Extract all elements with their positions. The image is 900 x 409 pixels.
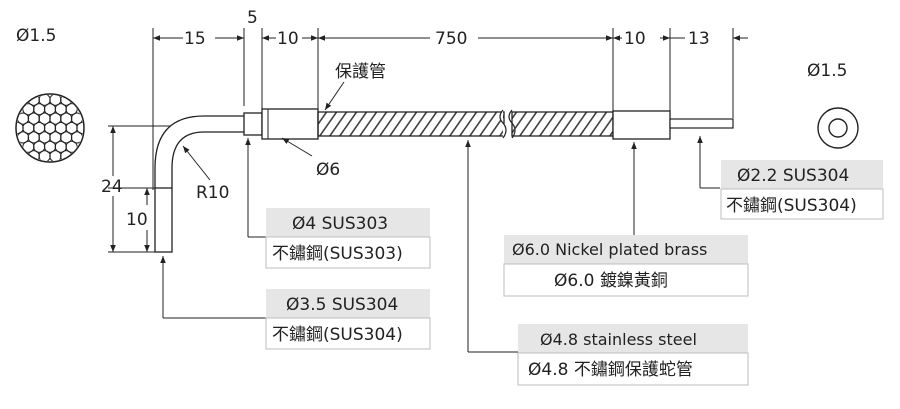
dimension-15: 15 <box>184 29 206 49</box>
dimension-750: 750 <box>435 29 467 49</box>
probe-body <box>154 108 734 253</box>
label-protective-tube: 保護管 <box>335 62 386 82</box>
callout-steel-line2: Ø4.8 不鏽鋼保護蛇管 <box>528 360 693 380</box>
dimension-radius: R10 <box>196 183 229 203</box>
callout-tip-line2: 不鏽鋼(SUS304) <box>726 196 857 216</box>
callout-nickel-line1: Ø6.0 Nickel plated brass <box>512 240 707 259</box>
dimension-10-left: 10 <box>277 29 299 49</box>
callout-nickel-line2: Ø6.0 鍍鎳黃銅 <box>554 270 668 291</box>
callout-tip: Ø2.2 SUS304 不鏽鋼(SUS304) <box>720 160 884 220</box>
callout-nickel: Ø6.0 Nickel plated brass Ø6.0 鍍鎳黃銅 <box>503 235 749 297</box>
fiber-bundle-cross-section <box>15 93 85 163</box>
callout-ferrule-line2: 不鏽鋼(SUS303) <box>272 244 403 264</box>
dimension-diameter-right: Ø1.5 <box>807 61 847 81</box>
callout-ferrule: Ø4 SUS303 不鏽鋼(SUS303) <box>265 208 431 269</box>
leader-arrows <box>182 81 345 181</box>
callout-steel: Ø4.8 stainless steel Ø4.8 不鏽鋼保護蛇管 <box>517 324 749 386</box>
top-dimension-lines <box>152 28 748 190</box>
callout-bent-line1: Ø3.5 SUS304 <box>286 295 398 315</box>
callout-ferrule-line1: Ø4 SUS303 <box>292 214 388 234</box>
callout-tip-line1: Ø2.2 SUS304 <box>737 166 849 186</box>
tip-cross-section <box>817 107 859 149</box>
dimension-10-right: 10 <box>624 29 646 49</box>
callout-bent-line2: 不鏽鋼(SUS304) <box>272 325 403 345</box>
callout-bent: Ø3.5 SUS304 不鏽鋼(SUS304) <box>265 289 431 350</box>
dimension-24: 24 <box>101 177 123 197</box>
callout-leaders <box>160 136 720 353</box>
dimension-5: 5 <box>247 8 258 28</box>
dimension-10-vertical: 10 <box>126 210 148 230</box>
dimension-diameter-6: Ø6 <box>316 160 340 180</box>
callout-steel-line1: Ø4.8 stainless steel <box>540 330 697 349</box>
fiber-strand <box>76 121 83 135</box>
dimension-13: 13 <box>688 29 710 49</box>
left-dimension-lines <box>108 125 170 253</box>
dimension-diameter-left: Ø1.5 <box>16 26 56 46</box>
